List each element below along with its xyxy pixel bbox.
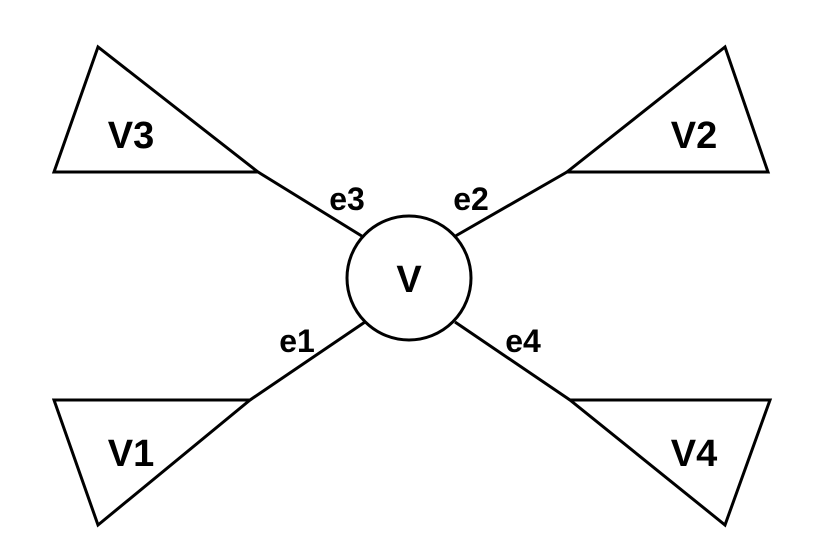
edge-e2-label: e2 [453, 181, 489, 217]
subtree-v1-triangle [51, 398, 255, 528]
subtree-v3-label: V3 [108, 115, 154, 157]
subtree-v2-label: V2 [671, 115, 717, 157]
edge-e3-label: e3 [329, 181, 365, 217]
edge-e4 [454, 320, 571, 402]
edge-e2 [451, 170, 568, 240]
subtree-v3-triangle [51, 44, 263, 174]
subtree-v2-triangle [562, 44, 771, 174]
subtree-v4-triangle [565, 398, 773, 528]
edge-e4-label: e4 [505, 323, 541, 359]
subtree-v4-label: V4 [671, 433, 717, 475]
center-node-circle [345, 214, 473, 342]
edge-e1 [249, 320, 366, 402]
subtree-v1-label: V1 [108, 433, 154, 475]
edge-e3 [257, 170, 366, 240]
center-node-label: V [396, 259, 422, 301]
edge-e1-label: e1 [279, 323, 315, 359]
